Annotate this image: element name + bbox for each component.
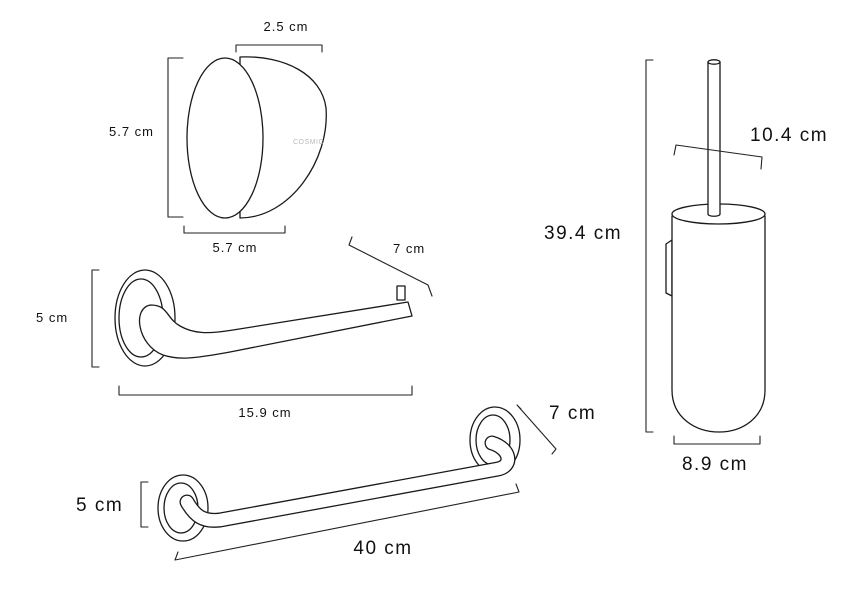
paper-holder-arm <box>138 301 413 359</box>
brush-holder-base-dimension-line <box>673 435 761 445</box>
paper-holder-depth-label: 7 cm <box>393 241 425 256</box>
brush-holder-base-label: 8.9 cm <box>682 454 748 475</box>
grab-bar-depth-dimension-line <box>516 404 557 455</box>
paper-holder-depth-dimension-line <box>348 236 433 297</box>
brush-holder-dimension-lines <box>645 59 763 445</box>
paper-holder-dimension-lines <box>91 236 433 396</box>
hook-width-dimension-line <box>235 44 323 53</box>
grab-bar-depth-label: 7 cm <box>549 403 596 424</box>
paper-holder-length-label: 15.9 cm <box>238 405 291 420</box>
grab-bar-length-label: 40 cm <box>353 538 412 559</box>
grab-bar-height-dimension-line <box>140 481 149 528</box>
brush-holder-height-dimension-line <box>645 59 654 433</box>
paper-holder-height-label: 5 cm <box>36 310 68 325</box>
brush-holder-container <box>671 215 766 433</box>
brush-holder-top-dimension-line <box>673 144 763 170</box>
hook-dimension-lines <box>167 44 323 234</box>
hook-base-label: 5.7 cm <box>212 240 257 255</box>
toilet-brush-holder <box>665 59 766 433</box>
brush-handle-top <box>707 59 721 65</box>
hook-width-label: 2.5 cm <box>263 19 308 34</box>
brush-holder-wall-mount <box>665 239 673 297</box>
grab-bar-tube <box>180 436 514 527</box>
grab-bar-height-label: 5 cm <box>76 495 123 516</box>
hook-height-dimension-line <box>167 57 184 218</box>
paper-holder-length-dimension-line <box>118 385 413 396</box>
grab-bar <box>157 406 521 542</box>
paper-holder-height-dimension-line <box>91 269 100 368</box>
brush-handle <box>707 61 721 217</box>
grab-bar-length-dimension-line <box>174 483 520 561</box>
toilet-paper-holder <box>114 269 413 367</box>
brush-holder-top-width-label: 10.4 cm <box>750 125 828 146</box>
paper-holder-end-stop <box>396 285 406 301</box>
grab-bar-dimension-lines <box>140 404 557 561</box>
hook-height-label: 5.7 cm <box>109 124 154 139</box>
brush-holder-height-label: 39.4 cm <box>544 223 622 244</box>
hook-base-dimension-line <box>183 225 286 234</box>
hook-face <box>186 57 264 219</box>
hook-cup-body <box>239 56 327 219</box>
brand-logo: COSMIC <box>293 139 324 146</box>
robe-hook: COSMIC <box>186 56 327 219</box>
